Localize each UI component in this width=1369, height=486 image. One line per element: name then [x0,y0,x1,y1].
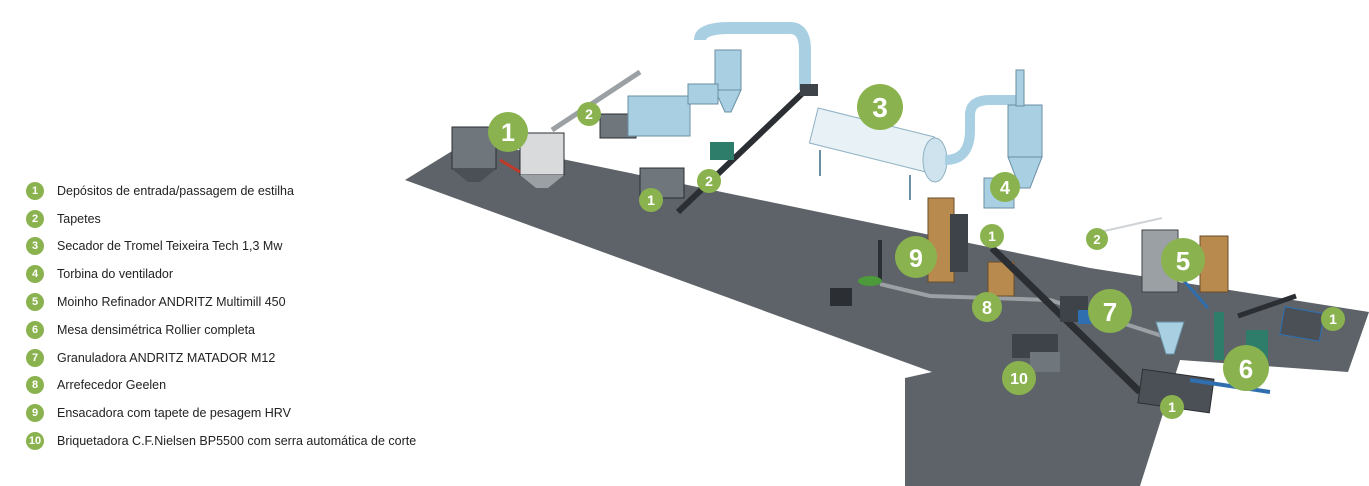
marker-6-density-table: 6 [1223,345,1269,391]
legend-badge-3: 3 [26,237,44,256]
svg-text:1: 1 [501,119,515,147]
svg-text:5: 5 [1176,246,1190,276]
legend-badge-9: 9 [26,404,44,423]
svg-text:1: 1 [1329,311,1337,327]
svg-text:1: 1 [647,192,655,208]
svg-text:2: 2 [1093,232,1100,247]
legend-item-10: 10 Briquetadora C.F.Nielsen BP5500 com s… [26,427,446,455]
legend-label-10: Briquetadora C.F.Nielsen BP5500 com serr… [57,434,417,449]
legend-label-8: Arrefecedor Geelen [57,378,167,393]
legend-badge-2: 2 [26,209,44,228]
svg-text:10: 10 [1010,371,1028,388]
briquetting-machine [1012,334,1060,372]
legend-badge-10: 10 [26,432,44,451]
thin-conveyor [1099,217,1163,233]
marker-1-mid-hopper: 1 [980,224,1004,248]
green-disc [858,276,882,286]
marker-2-right: 2 [1086,228,1108,250]
legend-badge-1: 1 [26,181,44,200]
marker-2-incline: 2 [697,169,721,193]
green-feeder [710,142,734,160]
legend-badge-8: 8 [26,376,44,395]
marker-2-conveyor-top: 2 [577,102,601,126]
svg-text:6: 6 [1239,354,1253,384]
legend-label-9: Ensacadora com tapete de pesagem HRV [57,406,291,421]
inclined-conveyor [675,84,818,215]
marker-1-small-hopper: 1 [639,188,663,212]
plant-floor [405,140,1369,486]
legend-badge-6: 6 [26,320,44,339]
legend-label-2: Tapetes [57,211,101,226]
control-cabinet [627,95,691,137]
fan-turbine-cyclone [944,69,1043,209]
legend-badge-4: 4 [26,265,44,284]
legend-badge-5: 5 [26,293,44,312]
marker-10-briquetting: 10 [1002,361,1036,395]
svg-text:1: 1 [988,228,996,244]
svg-text:2: 2 [585,106,593,122]
legend-item-9: 9 Ensacadora com tapete de pesagem HRV [26,399,446,427]
svg-text:9: 9 [909,245,923,273]
marker-8-cooler: 8 [972,292,1002,322]
marker-4-fan: 4 [990,172,1020,202]
svg-text:3: 3 [872,92,888,123]
legend-label-7: Granuladora ANDRITZ MATADOR M12 [57,350,276,365]
legend-item-7: 7 Granuladora ANDRITZ MATADOR M12 [26,344,446,372]
dryer-cyclone [687,22,811,113]
marker-1-right-hopper: 1 [1321,307,1345,331]
legend-item-4: 4 Torbina do ventilador [26,260,446,288]
svg-text:7: 7 [1103,297,1117,327]
marker-1-bottom-hopper: 1 [1160,395,1184,419]
marker-9-bagging: 9 [895,236,937,278]
legend-item-8: 8 Arrefecedor Geelen [26,372,446,400]
small-unit [830,288,852,306]
marker-5-mill: 5 [1161,238,1205,282]
legend-label-3: Secador de Tromel Teixeira Tech 1,3 Mw [57,239,283,254]
legend-label-1: Depósitos de entrada/passagem de estilha [57,183,294,198]
pelletizer [1060,296,1092,324]
equipment-legend: 1 Depósitos de entrada/passagem de estil… [26,177,446,455]
legend-label-6: Mesa densimétrica Rollier completa [57,322,255,337]
legend-label-4: Torbina do ventilador [57,267,174,282]
svg-text:1: 1 [1168,399,1176,415]
input-hopper-1 [451,126,565,188]
marker-7-pelletizer: 7 [1088,289,1132,333]
legend-item-1: 1 Depósitos de entrada/passagem de estil… [26,177,446,205]
legend-badge-7: 7 [26,348,44,367]
legend-item-2: 2 Tapetes [26,205,446,233]
legend-item-3: 3 Secador de Tromel Teixeira Tech 1,3 Mw [26,233,446,261]
rotary-drum-dryer [808,107,948,200]
marker-1-hoppers: 1 [488,112,528,152]
legend-item-6: 6 Mesa densimétrica Rollier completa [26,316,446,344]
marker-3-dryer: 3 [857,84,903,130]
svg-text:4: 4 [1000,178,1010,198]
svg-text:2: 2 [705,173,713,189]
legend-label-5: Moinho Refinador ANDRITZ Multimill 450 [57,295,286,310]
svg-text:8: 8 [982,298,992,318]
right-conveyor [1237,293,1325,342]
legend-item-5: 5 Moinho Refinador ANDRITZ Multimill 450 [26,288,446,316]
